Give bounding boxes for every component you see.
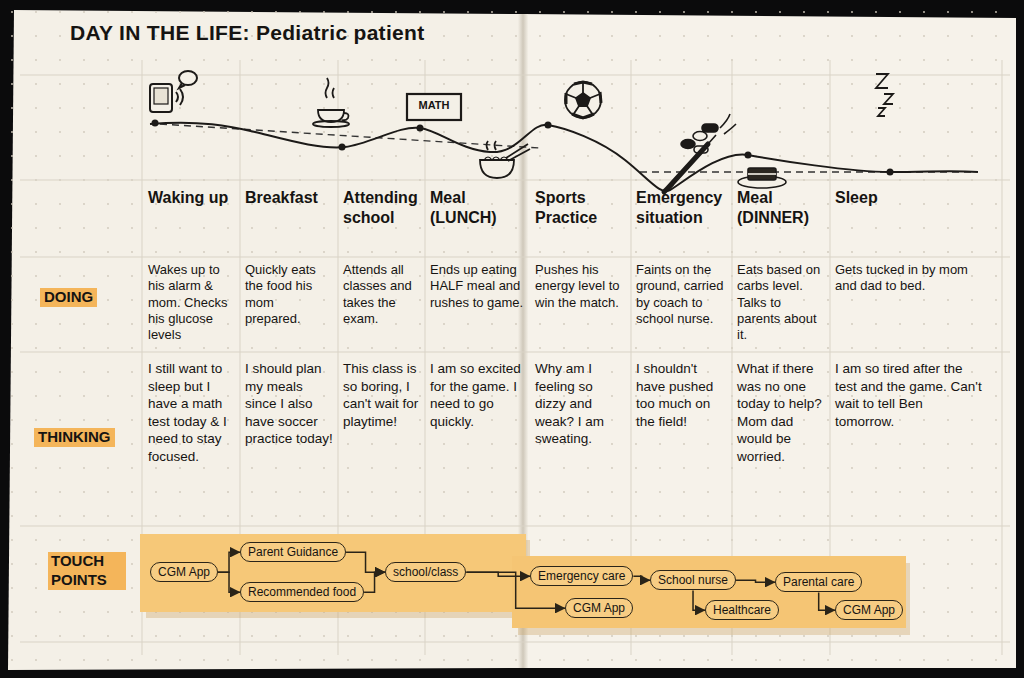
touchpoint-box: CGM App bbox=[150, 562, 218, 582]
page-title: DAY IN THE LIFE: Pediatric patient bbox=[70, 20, 540, 46]
column-header: Breakfast bbox=[245, 188, 333, 208]
column-header: Meal (DINNER) bbox=[737, 188, 825, 228]
column-header: Attending school bbox=[343, 188, 422, 228]
row-header: TOUCH POINTS bbox=[48, 552, 126, 590]
doing-cell: Ends up eating HALF meal and rushes to g… bbox=[430, 262, 526, 311]
thinking-cell: Why am I feeling so dizzy and weak? I am… bbox=[535, 360, 626, 448]
flow-arrow bbox=[364, 572, 385, 592]
thinking-cell: I am so tired after the test and the gam… bbox=[835, 360, 985, 430]
touchpoint-text: CGM App bbox=[573, 601, 625, 615]
touchpoint-box: CGM App bbox=[565, 598, 633, 618]
math-board-icon bbox=[407, 94, 461, 120]
flow-arrow bbox=[346, 552, 385, 572]
dot-grid bbox=[8, 10, 1016, 670]
thinking-cell: This class is so boring, I can't wait fo… bbox=[343, 360, 422, 430]
phone-icon bbox=[150, 71, 197, 112]
grid-lines bbox=[20, 60, 1010, 655]
doing-cell: Wakes up to his alarm & mom. Checks his … bbox=[148, 262, 235, 343]
flow-arrow bbox=[819, 592, 835, 610]
doing-cell: Attends all classes and takes the exam. bbox=[343, 262, 422, 327]
touchpoint-text: Emergency care bbox=[538, 569, 625, 583]
flow-arrow bbox=[218, 552, 240, 572]
touchpoint-box: CGM App bbox=[835, 600, 903, 620]
touchpoint-box: School nurse bbox=[650, 570, 736, 590]
touchpoint-text: CGM App bbox=[843, 603, 895, 617]
touchpoint-box: Parent Guidance bbox=[240, 542, 346, 562]
touchpoint-text: school/class bbox=[393, 565, 458, 579]
thinking-cell: I am so excited for the game. I need to … bbox=[430, 360, 526, 430]
flow-arrow bbox=[693, 590, 705, 610]
glucose-curve bbox=[150, 123, 978, 191]
row-header: DOING bbox=[40, 288, 97, 307]
thinking-cell: I still want to sleep but I have a math … bbox=[148, 360, 235, 465]
touchpoint-text: Parent Guidance bbox=[248, 545, 338, 559]
board-text: MATH bbox=[409, 99, 459, 113]
threshold-line bbox=[160, 124, 540, 148]
soccer-ball-icon bbox=[565, 82, 601, 118]
column-header: Sports Practice bbox=[535, 188, 626, 228]
touchpoint-box: school/class bbox=[385, 562, 466, 582]
touchpoint-box: Healthcare bbox=[705, 600, 779, 620]
sleep-icon bbox=[876, 74, 893, 116]
column-header: Emergency situation bbox=[636, 188, 727, 228]
flow-arrow bbox=[218, 572, 240, 592]
row-header: THINKING bbox=[34, 428, 115, 447]
thinking-cell: I shouldn't have pushed too much on the … bbox=[636, 360, 727, 430]
cup-icon bbox=[313, 78, 349, 127]
bowl-icon bbox=[480, 141, 530, 178]
thinking-cell: I should plan my meals since I also have… bbox=[245, 360, 333, 448]
touchpoint-text: Parental care bbox=[783, 575, 854, 589]
flow-arrow bbox=[736, 580, 775, 582]
touchpoint-box: Emergency care bbox=[530, 566, 633, 586]
touchpoint-box: Recommended food bbox=[240, 582, 364, 602]
curve-points bbox=[152, 120, 894, 176]
flow-arrow bbox=[633, 576, 650, 580]
sticky-note-strip bbox=[140, 534, 910, 635]
doing-cell: Faints on the ground, carried by coach t… bbox=[636, 262, 727, 327]
column-header: Waking up bbox=[148, 188, 235, 208]
dinner-plate-icon bbox=[738, 168, 786, 188]
doing-cell: Quickly eats the food his mom prepared. bbox=[245, 262, 333, 327]
column-header: Meal (LUNCH) bbox=[430, 188, 526, 228]
touchpoint-text: Healthcare bbox=[713, 603, 771, 617]
column-header: Sleep bbox=[835, 188, 985, 208]
touchpoint-text: School nurse bbox=[658, 573, 728, 587]
touchpoint-text: CGM App bbox=[158, 565, 210, 579]
doing-cell: Gets tucked in by mom and dad to bed. bbox=[835, 262, 985, 295]
doing-cell: Eats based on carbs level. Talks to pare… bbox=[737, 262, 825, 343]
touchpoint-box: Parental care bbox=[775, 572, 862, 592]
thinking-cell: What if there was no one today to help? … bbox=[737, 360, 825, 465]
medication-icon bbox=[664, 114, 736, 192]
touchpoint-text: Recommended food bbox=[248, 585, 356, 599]
doing-cell: Pushes his energy level to win the match… bbox=[535, 262, 626, 311]
